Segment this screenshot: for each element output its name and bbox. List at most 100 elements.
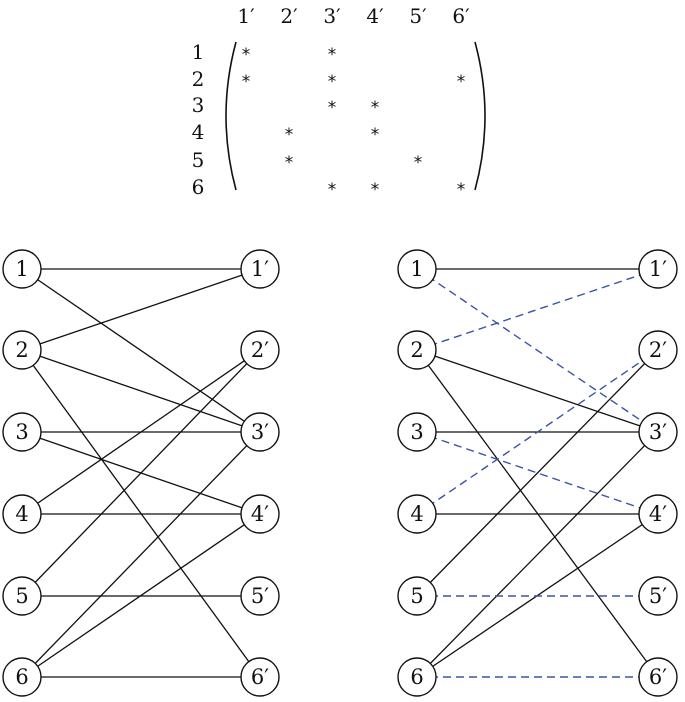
matrix-row-label: 5 — [192, 148, 205, 172]
matrix-entry-matched: * — [285, 125, 294, 145]
graph-edges — [416, 268, 659, 678]
matrix-entry: * — [242, 45, 251, 65]
node-label: 1 — [15, 257, 28, 281]
graph-edge — [21, 513, 261, 678]
matrix-entry: * — [328, 180, 337, 200]
node-circle — [2, 249, 42, 289]
right-node: 5′ — [240, 576, 280, 616]
node-label: 6′ — [649, 665, 667, 689]
right-node: 1′ — [240, 249, 280, 289]
matrix-entry-matched: * — [457, 180, 466, 200]
graph-edge — [416, 431, 659, 678]
graph-edge — [21, 349, 261, 515]
graph-edge — [21, 268, 261, 351]
left-node: 3 — [2, 412, 42, 452]
node-label: 4′ — [251, 502, 269, 526]
matching-edge — [416, 431, 659, 515]
node-circle — [2, 412, 42, 452]
node-label: 5′ — [251, 584, 269, 608]
matrix-col-label: 1′ — [237, 4, 255, 28]
node-circle — [397, 657, 437, 697]
matrix-entry: * — [328, 72, 337, 92]
right-node: 2′ — [240, 330, 280, 370]
node-label: 2 — [15, 338, 28, 362]
bipartite-graph-with-matching: 1 2 3 4 5 6 1′ 2′ 3′ 4′ 5′ 6′ — [397, 249, 678, 697]
matrix-row-label: 1 — [192, 40, 205, 64]
matrix-column-labels: 1′2′3′4′5′6′ — [237, 4, 470, 28]
node-circle — [2, 330, 42, 370]
matrix-col-label: 5′ — [409, 4, 427, 28]
matching-edge — [416, 268, 659, 433]
node-label: 6 — [410, 665, 423, 689]
matrix-row-label: 4 — [192, 120, 205, 144]
matrix-entry-matched: * — [242, 72, 251, 92]
right-node: 4′ — [638, 494, 678, 534]
node-circle — [2, 494, 42, 534]
node-label: 5 — [15, 584, 28, 608]
node-label: 3 — [15, 420, 28, 444]
right-node: 6′ — [638, 657, 678, 697]
node-label: 3 — [410, 420, 423, 444]
node-circle — [240, 412, 280, 452]
right-node: 1′ — [638, 249, 678, 289]
node-label: 4′ — [649, 502, 667, 526]
node-label: 1′ — [251, 257, 269, 281]
node-label: 1 — [410, 257, 423, 281]
matrix-row-label: 2 — [192, 67, 205, 91]
node-circle — [2, 576, 42, 616]
matrix-entry: * — [457, 72, 466, 92]
node-label: 6 — [15, 665, 28, 689]
right-node: 5′ — [638, 576, 678, 616]
node-label: 2′ — [649, 338, 667, 362]
graph-edge — [21, 349, 261, 597]
left-node: 6 — [2, 657, 42, 697]
graph-edge — [416, 349, 659, 433]
matching-edge — [416, 268, 659, 351]
node-circle — [638, 330, 678, 370]
node-circle — [638, 412, 678, 452]
node-label: 3′ — [251, 420, 269, 444]
node-label: 1′ — [649, 257, 667, 281]
right-node: 4′ — [240, 494, 280, 534]
matrix-row-label: 6 — [192, 175, 205, 199]
node-circle — [240, 494, 280, 534]
right-node: 3′ — [638, 412, 678, 452]
node-circle — [638, 494, 678, 534]
matrix-row-label: 3 — [192, 93, 205, 117]
matrix-entry-matched: * — [414, 153, 423, 173]
left-node: 3 — [397, 412, 437, 452]
matrix-entry: * — [328, 98, 337, 118]
node-circle — [638, 576, 678, 616]
node-circle — [240, 576, 280, 616]
matrix-entry: * — [371, 180, 380, 200]
graph-edges — [21, 268, 261, 678]
node-label: 5 — [410, 584, 423, 608]
graph-nodes: 1 2 3 4 5 6 1′ 2′ 3′ 4′ 5′ 6′ — [397, 249, 678, 697]
matrix-col-label: 4′ — [366, 4, 384, 28]
left-node: 1 — [2, 249, 42, 289]
node-circle — [397, 412, 437, 452]
left-node: 5 — [2, 576, 42, 616]
right-node: 3′ — [240, 412, 280, 452]
node-label: 2′ — [251, 338, 269, 362]
matrix-entry: * — [285, 153, 294, 173]
matrix-entry-matched: * — [371, 98, 380, 118]
graph-edge — [21, 431, 261, 678]
node-label: 4 — [410, 502, 423, 526]
node-label: 5′ — [649, 584, 667, 608]
matrix-col-label: 3′ — [323, 4, 341, 28]
matrix-entry-matched: * — [328, 45, 337, 65]
left-node: 2 — [397, 330, 437, 370]
node-circle — [397, 494, 437, 534]
graph-edge — [21, 268, 261, 433]
node-label: 2 — [410, 338, 423, 362]
node-circle — [240, 330, 280, 370]
node-circle — [240, 657, 280, 697]
right-node: 2′ — [638, 330, 678, 370]
matrix-col-label: 6′ — [452, 4, 470, 28]
graph-edge — [416, 349, 659, 597]
left-node: 6 — [397, 657, 437, 697]
